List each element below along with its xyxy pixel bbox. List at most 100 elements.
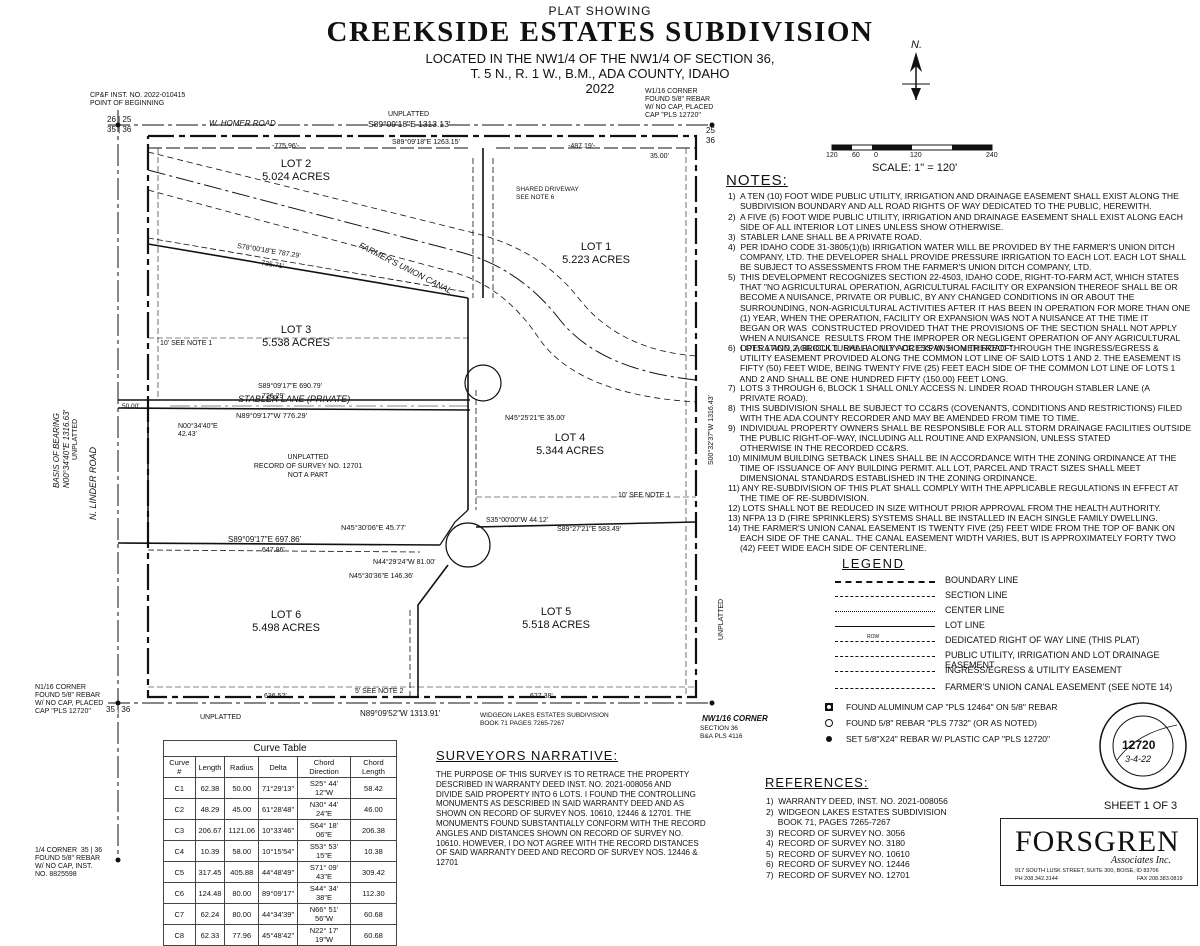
curve-table-cell: 62.33 <box>194 924 226 946</box>
firm-name: FORSGREN <box>1015 825 1180 858</box>
lot-2-label: LOT 2 5.024 ACRES <box>262 158 330 183</box>
firm-fax: FAX 208.383.0819 <box>1137 876 1183 882</box>
symbol-set-rebar: SET 5/8"X24" REBAR W/ PLASTIC CAP "PLS 1… <box>846 734 1051 744</box>
curve-table-cell: 10.39 <box>194 840 226 862</box>
note-6: 6) LOTS 1 AND 2, BLOCK 1 SHALL ONLY ACCE… <box>728 343 1181 384</box>
set-rebar-icon <box>824 734 834 744</box>
reference-4: 4) RECORD OF SURVEY NO. 3180 <box>766 838 906 848</box>
point-of-beginning: CP&F INST. NO. 2022-010415 POINT OF BEGI… <box>90 92 186 107</box>
legend-center: CENTER LINE <box>835 605 1195 619</box>
note-13: 13) NFPA 13 D (FIRE SPRINKLERS) SYSTEMS … <box>728 513 1158 523</box>
legend-row: ROW DEDICATED RIGHT OF WAY LINE (THIS PL… <box>835 634 1195 649</box>
curve-table-cell: 405.88 <box>224 861 260 883</box>
curve-table-cell: C5 <box>163 861 196 883</box>
curve-table: Curve Table Curve # Length Radius Delta … <box>163 740 398 946</box>
reference-6: 6) RECORD OF SURVEY NO. 12446 <box>766 859 910 869</box>
legend-lot: LOT LINE <box>835 620 1195 634</box>
distance-50: 50.00' <box>122 403 140 410</box>
curve-table-title: Curve Table <box>163 740 397 756</box>
unplatted-left: UNPLATTED <box>72 418 79 460</box>
section-36-label: SECTION 36 B&A PLS 4116 <box>700 725 743 740</box>
nw16-corner: NW1/16 CORNER <box>702 714 768 723</box>
w16-corner: W1/16 CORNER FOUND 5/8" REBAR W/ NO CAP,… <box>645 88 714 119</box>
stabler-lane-label: STABLER LANE (PRIVATE) <box>238 394 351 404</box>
note-9: 9) INDIVIDUAL PROPERTY OWNERS SHALL BE R… <box>728 423 1192 454</box>
top-bearing: S89°09'18"E 1313.13' <box>368 119 451 129</box>
bearing-s89-583: S89°27'21"E 583.49' <box>557 526 622 533</box>
homer-road-label: W. HOMER ROAD <box>209 119 276 128</box>
note-3: 3) STABLER LANE SHALL BE A PRIVATE ROAD. <box>728 232 922 242</box>
section-corner-nw: 26 | 25 35 | 36 <box>107 115 132 134</box>
legend-boundary: BOUNDARY LINE <box>835 575 1195 589</box>
see-note-2: 5' SEE NOTE 2 <box>355 688 404 695</box>
curve-table-cell: 45.00 <box>224 798 260 820</box>
note-5: 5) THIS DEVELOPMENT RECOGNIZES SECTION 2… <box>728 272 1191 354</box>
legend-title: LEGEND <box>842 556 905 571</box>
references-title: REFERENCES: <box>765 775 869 790</box>
reference-7: 7) RECORD OF SURVEY NO. 12701 <box>766 869 910 880</box>
lot-6-label: LOT 6 5.498 ACRES <box>252 609 320 634</box>
note-11: 11) ANY RE-SUBDIVISION OF THIS PLAT SHAL… <box>728 483 1179 504</box>
section-corner-sw: 35 | 36 <box>106 705 131 714</box>
curve-table-cell: 45°48'42" <box>258 924 299 946</box>
basis-of-bearing: BASIS OF BEARING N00°34'40"E 1316.63' <box>52 409 71 488</box>
lot-4-label: LOT 4 5.344 ACRES <box>536 432 604 457</box>
curve-table-cell: 50.00 <box>224 777 260 799</box>
curve-table-cell: 206.67 <box>194 819 226 841</box>
note-10: 10) MINIMUM BUILDING SETBACK LINES SHALL… <box>728 453 1177 484</box>
note-7: 7) LOTS 3 THROUGH 6, BLOCK 1 SHALL ONLY … <box>728 383 1151 404</box>
found-rebar-icon <box>824 718 834 728</box>
curve-table-cell: 62.24 <box>194 903 226 925</box>
firm-sub: Associates Inc. <box>1111 855 1171 866</box>
curve-table-cell: 124.48 <box>194 882 226 904</box>
reference-1: 1) WARRANTY DEED, INST. NO. 2021-008056 <box>766 796 948 806</box>
lot-5-label: LOT 5 5.518 ACRES <box>522 606 590 631</box>
found-aluminum-cap-icon <box>824 702 834 712</box>
legend-public-utility: PUBLIC UTILITY, IRRIGATION AND LOT DRAIN… <box>835 650 1195 670</box>
distance-35: 35.00' <box>650 153 669 160</box>
bearing-n44-81: N44°29'24"W 81.00' <box>373 559 436 566</box>
linder-road-label: N. LINDER ROAD <box>88 446 98 520</box>
curve-table-cell: 61°28'48" <box>258 798 299 820</box>
curve-table-cell: C6 <box>163 882 196 904</box>
reference-3: 3) RECORD OF SURVEY NO. 3056 <box>766 827 906 838</box>
narrative-text: THE PURPOSE OF THIS SURVEY IS TO RETRACE… <box>436 770 706 868</box>
distance-647: 647.86' <box>262 547 285 554</box>
legend-section: SECTION LINE <box>835 590 1195 604</box>
curve-table-cell: 58.00 <box>224 840 260 862</box>
scale-ticks: 120 60 0 120 240 <box>826 152 998 159</box>
scale-text: SCALE: 1" = 120' <box>872 162 958 174</box>
curve-table-cell: C4 <box>163 840 196 862</box>
narrative-title: SURVEYORS NARRATIVE: <box>436 748 619 763</box>
curve-table-cell: S44° 34' 38"E <box>297 882 351 904</box>
firm-phone: PH 208.342.3144 <box>1015 876 1058 882</box>
curve-table-cell: 1121.06 <box>224 819 260 841</box>
curve-table-cell: 317.45 <box>194 861 226 883</box>
curve-table-cell: 48.29 <box>194 798 226 820</box>
curve-table-cell: 71°29'13" <box>258 777 299 799</box>
north-arrow-icon <box>902 52 930 100</box>
note-8: 8) THIS SUBDIVISION SHALL BE SUBJECT TO … <box>728 403 1183 424</box>
curve-table-cell: S71° 09' 43"E <box>297 861 351 883</box>
bearing-s35-4412: S35°00'00"W 44.12' <box>486 517 549 524</box>
curve-table-cell: S53° 53' 15"E <box>297 840 351 862</box>
distance-487: -487.19'- <box>568 143 596 150</box>
curve-table-cell: N30° 44' 24"E <box>297 798 351 820</box>
curve-table-cell: C8 <box>163 924 196 946</box>
stabler-bottom-bearing: N89°09'17"W 776.29' <box>236 411 308 420</box>
n16-corner: N1/16 CORNER FOUND 5/8" REBAR W/ NO CAP,… <box>35 684 104 715</box>
scale-bar <box>831 144 993 151</box>
lot2-top-bearing: S89°09'18"E 1263.15' <box>392 139 460 146</box>
curve-table-cell: 10°15'54" <box>258 840 299 862</box>
lot-1-label: LOT 1 5.223 ACRES <box>562 241 630 266</box>
unplatted-right: UNPLATTED <box>718 598 725 640</box>
location-line-1: LOCATED IN THE NW1/4 OF THE NW1/4 OF SEC… <box>425 51 775 66</box>
widgeon-lakes: WIDGEON LAKES ESTATES SUBDIVISION BOOK 7… <box>480 712 609 727</box>
symbol-aluminum-cap: FOUND ALUMINUM CAP "PLS 12464" ON 5/8" R… <box>846 702 1058 712</box>
legend-ingress: INGRESS/EGRESS & UTILITY EASEMENT <box>835 665 1195 679</box>
location-line-2: T. 5 N., R. 1 W., B.M., ADA COUNTY, IDAH… <box>470 66 730 81</box>
curve-table-cell: C7 <box>163 903 196 925</box>
distance-636: 636.52' <box>264 693 287 700</box>
